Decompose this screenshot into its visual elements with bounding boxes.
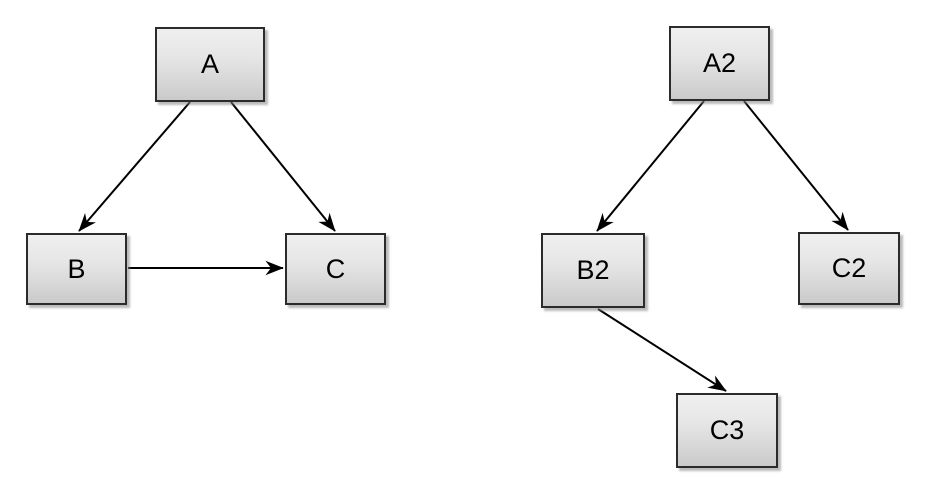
node-b[interactable]: B (26, 233, 127, 305)
node-c3[interactable]: C3 (676, 393, 778, 468)
node-b2[interactable]: B2 (541, 233, 645, 308)
node-c2[interactable]: C2 (798, 232, 900, 305)
node-c3-label: C3 (709, 415, 745, 445)
node-c-label: C (325, 253, 346, 284)
node-c2-label: C2 (831, 253, 867, 283)
node-a-label: A (200, 49, 219, 79)
edge-a-to-b (78, 101, 191, 232)
node-b2-label: B2 (576, 255, 610, 285)
edge-group (78, 100, 849, 392)
node-b-label: B (67, 253, 86, 284)
node-c[interactable]: C (285, 233, 386, 305)
node-a2-label: A2 (702, 48, 737, 78)
edge-a-to-c (230, 101, 336, 232)
node-a[interactable]: A (155, 27, 265, 102)
edge-a2-to-c2 (743, 100, 849, 231)
node-a2[interactable]: A2 (669, 26, 770, 101)
edge-b2-to-c3 (597, 308, 727, 392)
edge-a2-to-b2 (596, 100, 705, 232)
